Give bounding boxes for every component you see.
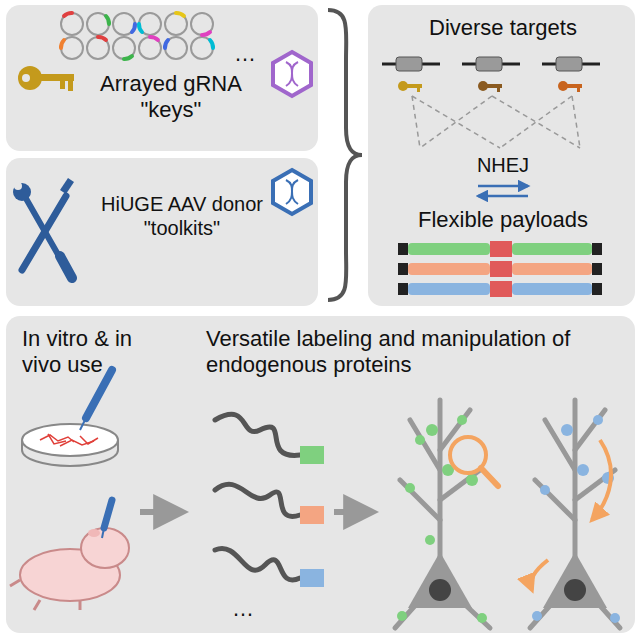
panel: … Arrayed gRNA "keys" — [6, 5, 318, 151]
key-icon — [18, 66, 74, 91]
panel-text: Versatile labeling and manipulation of e… — [206, 326, 571, 379]
toolkit-icon — [13, 178, 74, 278]
dashed-paths — [412, 96, 580, 148]
brace — [328, 10, 362, 300]
aav-hexagon — [273, 170, 311, 214]
gene-targets — [382, 57, 600, 71]
neuron — [395, 400, 498, 628]
nhej-arrow — [478, 195, 528, 198]
plasmid-marks — [61, 13, 213, 59]
protein-chains — [215, 414, 300, 580]
panel-text: HiUGE AAV donor "toolkits" — [92, 192, 272, 240]
panel-text: … — [232, 596, 272, 622]
plasmid-array — [61, 13, 213, 59]
panel-text: … — [234, 41, 274, 67]
panel-text: Arrayed gRNA "keys" — [86, 71, 256, 124]
culture-dish — [22, 370, 118, 466]
panel-text: In vitro & in vivo use — [22, 326, 146, 379]
panel-text: Diverse targets — [398, 15, 608, 41]
tag — [300, 569, 324, 587]
small-keys — [398, 81, 582, 92]
panel-ground — [6, 158, 318, 306]
payload-bars — [398, 241, 602, 297]
panel-ground — [6, 5, 318, 151]
panel-text: NHEJ — [468, 153, 538, 177]
mouse-pup — [10, 500, 129, 610]
neuron — [530, 400, 620, 628]
panel: Diverse targetsNHEJ Flexible payloads — [368, 5, 635, 306]
panel-ground — [368, 5, 635, 306]
panel: HiUGE AAV donor "toolkits" — [6, 158, 318, 306]
tag — [300, 446, 324, 464]
process-arrow — [334, 509, 372, 515]
nhej-arrow — [478, 185, 528, 188]
tag — [300, 506, 324, 524]
panel-ground — [6, 316, 635, 633]
panel-text: Flexible payloads — [398, 207, 608, 233]
process-arrow — [140, 509, 182, 515]
panel: In vitro & in vivo use Versatile labeling… — [6, 316, 635, 633]
aav-hexagon — [273, 52, 311, 96]
